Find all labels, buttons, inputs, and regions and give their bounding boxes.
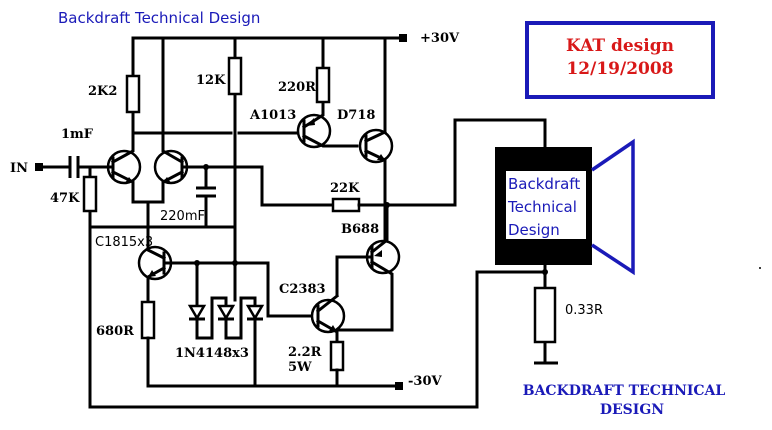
transistor-c2383: C2383 bbox=[279, 282, 346, 344]
title-text: Backdraft Technical Design bbox=[58, 9, 260, 27]
transistor-diff-right bbox=[153, 131, 234, 202]
negative-rail-label: -30V bbox=[408, 374, 442, 389]
label-220r: 220R bbox=[278, 80, 316, 95]
label-220mf: 220mF bbox=[160, 209, 205, 224]
capacitor-1mf-plates bbox=[68, 156, 80, 178]
label-2k2: 2K2 bbox=[88, 84, 117, 99]
input-section: IN 1mF bbox=[10, 127, 115, 178]
stamp-line2: 12/19/2008 bbox=[566, 59, 673, 79]
resistor-2k2: 2K2 bbox=[88, 36, 141, 135]
footer-line1: BACKDRAFT TECHNICAL bbox=[523, 383, 726, 399]
label-033r: 0.33R bbox=[565, 303, 603, 318]
resistor-680r: 680R bbox=[96, 300, 403, 388]
negative-terminal bbox=[395, 382, 403, 390]
label-2-2r-power: 5W bbox=[288, 360, 312, 375]
label-c2383: C2383 bbox=[279, 282, 326, 297]
design-stamp: KAT design 12/19/2008 bbox=[525, 21, 715, 99]
capacitor-220mf: 220mF bbox=[146, 164, 216, 229]
wire-feedback bbox=[230, 165, 335, 207]
label-2-2r: 2.2R bbox=[288, 345, 322, 360]
speaker-label-box bbox=[506, 171, 586, 239]
resistor-033r: 0.33R bbox=[533, 263, 603, 365]
stamp-line1: KAT design bbox=[566, 36, 674, 56]
positive-terminal bbox=[399, 34, 407, 42]
positive-rail: +30V bbox=[131, 31, 460, 46]
transistor-d718: D718 bbox=[337, 108, 394, 272]
wire-global-feedback bbox=[88, 270, 547, 409]
label-b688: B688 bbox=[341, 222, 379, 237]
input-terminal bbox=[35, 163, 43, 171]
speaker: Backdraft Technical Design bbox=[495, 138, 635, 276]
resistor-2-2r: 2.2R 5W bbox=[288, 340, 345, 388]
transistor-c1815: C1815x3 bbox=[95, 235, 312, 318]
speaker-label-line2: Technical bbox=[507, 198, 577, 216]
speaker-label-line3: Design bbox=[508, 221, 560, 239]
label-a1013: A1013 bbox=[249, 108, 296, 123]
diodes-1n4148: 1N4148x3 bbox=[175, 261, 265, 388]
input-label: IN bbox=[10, 161, 28, 176]
label-47k: 47K bbox=[50, 191, 80, 206]
transistor-diff-left bbox=[106, 131, 142, 202]
stamp-border bbox=[525, 21, 715, 99]
footer-line2: DESIGN bbox=[600, 402, 664, 418]
label-1n4148: 1N4148x3 bbox=[175, 346, 249, 361]
negative-rail: -30V bbox=[395, 374, 442, 390]
speaker-cone bbox=[591, 138, 635, 276]
resistor-12k: 12K bbox=[196, 36, 243, 302]
positive-rail-label: +30V bbox=[420, 31, 460, 46]
transistor-b688: B688 bbox=[334, 203, 401, 332]
stray-dot bbox=[759, 267, 761, 269]
resistor-220r: 220R bbox=[278, 36, 331, 114]
label-c1815: C1815x3 bbox=[95, 235, 153, 250]
label-1mf: 1mF bbox=[61, 127, 94, 142]
label-12k: 12K bbox=[196, 73, 226, 88]
speaker-label-line1: Backdraft bbox=[508, 175, 580, 193]
label-d718: D718 bbox=[337, 108, 375, 123]
label-22k: 22K bbox=[330, 181, 360, 196]
wire-output-to-speaker bbox=[453, 118, 547, 207]
resistor-22k: 22K bbox=[330, 181, 457, 213]
transistor-a1013: A1013 bbox=[249, 108, 359, 149]
label-680r: 680R bbox=[96, 324, 134, 339]
